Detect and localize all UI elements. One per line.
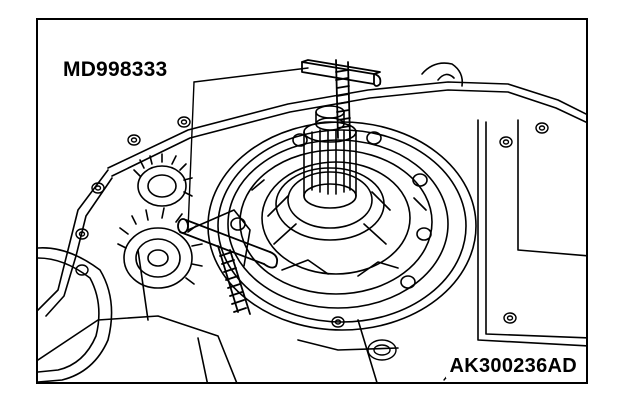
illustration-frame: MD998333 AK300236AD [36,18,588,384]
oil-pump-assembly [207,121,477,331]
figure-code: AK300236AD [446,355,580,378]
side-gear-cluster [117,153,203,289]
label-leader-line [187,67,309,231]
transmission-case [38,62,586,382]
input-shaft [303,105,357,209]
case-bolt-holes [75,116,549,361]
puller-bolt-left [177,218,279,315]
left-bore [38,247,113,382]
transmission-pump-removal-drawing [38,59,586,382]
tool-part-number-label: MD998333 [61,58,170,82]
